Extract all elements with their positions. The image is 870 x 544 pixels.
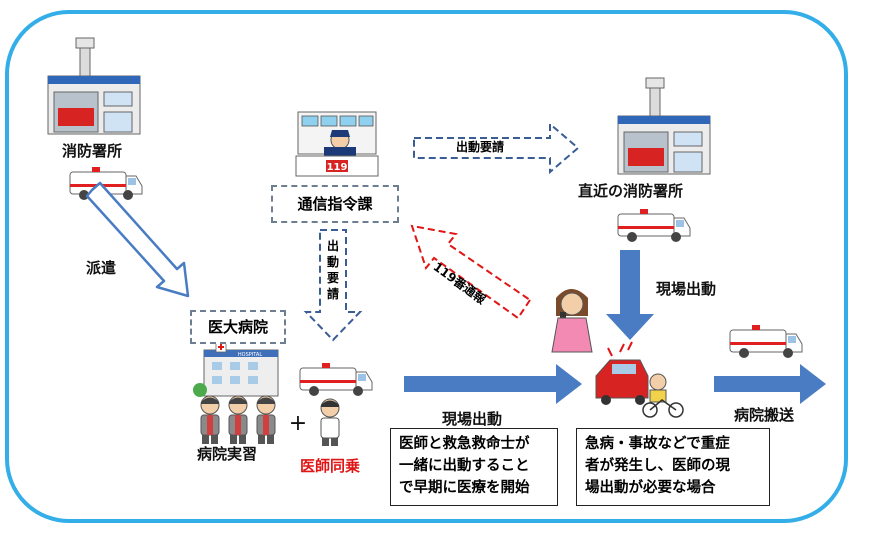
- request-char: 要: [326, 271, 339, 285]
- trainee-icon: [256, 395, 276, 445]
- dispatch-arrow: [85, 181, 190, 298]
- nearest-station-label: 直近の消防署所: [578, 182, 684, 200]
- fire-station-icon: [47, 37, 141, 135]
- scene-label-station: 現場出動: [656, 280, 717, 298]
- scene-arrow-hospital: [404, 364, 582, 404]
- request-label-horizontal: 出動要請: [456, 140, 505, 154]
- hospital-label: 医大病院: [207, 318, 268, 336]
- dispatch-119-sign: 119: [327, 162, 348, 173]
- request-arrow-vertical: [303, 229, 363, 342]
- doctor-paramedic-box: 医師と救急救命士が 一緒に出動すること で早期に医療を開始: [390, 428, 558, 506]
- request-char: 請: [326, 287, 339, 301]
- request-label-vertical: 出 動 要 請: [325, 238, 341, 302]
- hospital-node: 医大病院: [190, 310, 286, 344]
- request-char: 出: [326, 239, 339, 253]
- command-center-label: 通信指令課: [297, 195, 373, 213]
- box-line: 一緒に出動すること: [399, 458, 530, 474]
- case-box: 急病・事故などで重症 者が発生し、医師の現 場出動が必要な場合: [576, 428, 770, 506]
- accident-icon: [595, 341, 684, 418]
- doctor-icon: [320, 398, 340, 446]
- box-line: 者が発生し、医師の現: [585, 458, 730, 474]
- ambulance-icon: [617, 208, 691, 243]
- call-119-arrow: [410, 224, 532, 320]
- caller-icon: [551, 289, 593, 353]
- box-line: で早期に医療を開始: [399, 480, 530, 496]
- trainee-icon: [200, 395, 220, 445]
- box-line: 場出動が必要な場合: [585, 480, 716, 496]
- box-line: 急病・事故などで重症: [585, 436, 730, 452]
- transport-ambulance-icon: [729, 324, 803, 359]
- dispatch-center-icon: 119: [295, 111, 379, 177]
- ambulance-icon: [299, 362, 373, 397]
- request-char: 動: [326, 255, 339, 269]
- plus-sign: +: [289, 411, 307, 436]
- training-label: 病院実習: [197, 445, 258, 463]
- transport-arrow: [714, 364, 826, 404]
- scene-label-hospital: 現場出動: [442, 410, 503, 428]
- fire-station-label: 消防署所: [62, 142, 123, 160]
- trainee-icon: [228, 395, 248, 445]
- doctor-ride-label: 医師同乗: [300, 457, 361, 475]
- dispatch-label: 派遣: [86, 259, 117, 277]
- request-arrow-horizontal: [413, 121, 580, 175]
- transport-label: 病院搬送: [734, 406, 795, 424]
- box-line: 医師と救急救命士が: [399, 436, 530, 452]
- nearest-station-icon: [617, 77, 711, 175]
- scene-arrow-station: [606, 250, 654, 340]
- diagram-frame: [5, 10, 848, 523]
- hospital-icon: HOSPITAL: [193, 341, 279, 397]
- hospital-sign: HOSPITAL: [238, 352, 262, 358]
- command-center-node: 通信指令課: [271, 185, 399, 223]
